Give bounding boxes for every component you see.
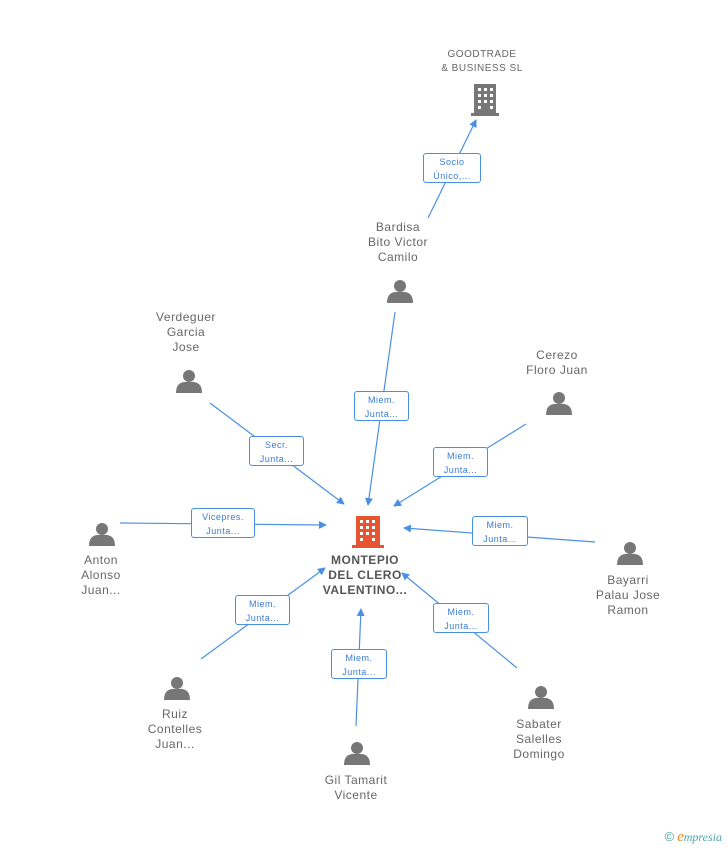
edge-label-line1: Vicepres.	[202, 512, 244, 522]
edge-label-line2: Junta...	[206, 526, 240, 536]
edge-label-ruiz[interactable]: Miem. Junta...	[235, 595, 290, 625]
edge-label-bardisa[interactable]: Miem. Junta...	[354, 391, 409, 421]
edge-label-anton[interactable]: Vicepres. Junta...	[191, 508, 255, 538]
center-building-icon[interactable]	[352, 516, 384, 548]
edge-label-line1: Miem.	[345, 653, 373, 663]
edge-label-bayarri[interactable]: Miem. Junta...	[472, 516, 528, 546]
node-label-bardisa[interactable]: Bardisa Bito Victor Camilo	[368, 220, 428, 264]
edge-label-line1: Socio	[439, 157, 465, 167]
brand-footer[interactable]: ©empresia	[665, 829, 723, 846]
brand-logo: empresia	[677, 829, 722, 845]
edge-label-sabater[interactable]: Miem. Junta...	[433, 603, 489, 633]
edge-label-line2: Junta...	[245, 613, 280, 623]
person-icon-bardisa[interactable]	[387, 280, 413, 303]
node-label-goodtrade[interactable]: GOODTRADE & BUSINESS SL	[441, 49, 523, 74]
building-icon[interactable]	[471, 84, 499, 116]
edge-label-verdeguer[interactable]: Secr. Junta...	[249, 436, 304, 466]
edge-label-line2: Junta...	[444, 621, 478, 631]
copyright-icon: ©	[664, 829, 675, 844]
person-icon-bayarri[interactable]	[617, 542, 643, 565]
edge-label-line2: Junta...	[259, 454, 294, 464]
node-label-anton[interactable]: Anton Alonso Juan...	[81, 553, 121, 597]
brand-logo-e: e	[677, 829, 684, 845]
node-label-sabater[interactable]: Sabater Salelles Domingo	[513, 717, 565, 761]
person-icon-ruiz[interactable]	[164, 677, 190, 700]
edge-label-line1: Secr.	[264, 440, 288, 450]
node-label-bayarri[interactable]: Bayarri Palau Jose Ramon	[595, 573, 661, 617]
edge-label-line2: Junta...	[364, 409, 399, 419]
person-icon-anton[interactable]	[89, 523, 115, 546]
person-icon-sabater[interactable]	[528, 686, 554, 709]
node-label-ruiz[interactable]: Ruiz Contelles Juan...	[147, 707, 203, 751]
edge-label-line1: Miem.	[447, 451, 474, 461]
edge-label-line1: Miem.	[368, 395, 395, 405]
person-icon-cerezo[interactable]	[546, 392, 572, 415]
edge-label-line2: Junta...	[443, 465, 478, 475]
node-label-verdeguer[interactable]: Verdeguer Garcia Jose	[156, 310, 216, 354]
node-label-center[interactable]: MONTEPIO DEL CLERO VALENTINO...	[322, 553, 408, 597]
person-icon-verdeguer[interactable]	[176, 370, 202, 393]
edge-label-line2: Único,...	[433, 171, 471, 181]
edge-label-line2: Junta...	[483, 534, 517, 544]
edge-label-line2: Junta...	[342, 667, 376, 677]
edge-label-cerezo[interactable]: Miem. Junta...	[433, 447, 488, 477]
edge-label-line1: Miem.	[249, 599, 276, 609]
node-label-cerezo[interactable]: Cerezo Floro Juan	[526, 348, 588, 377]
edge-label-socio[interactable]: Socio Único,...	[423, 153, 481, 183]
node-label-gil[interactable]: Gil Tamarit Vicente	[324, 773, 388, 802]
person-icon-gil[interactable]	[344, 742, 370, 765]
edge-label-line1: Miem.	[447, 607, 475, 617]
edge-label-line1: Miem.	[486, 520, 514, 530]
brand-logo-text: mpresia	[683, 830, 722, 844]
edge-label-gil[interactable]: Miem. Junta...	[331, 649, 387, 679]
